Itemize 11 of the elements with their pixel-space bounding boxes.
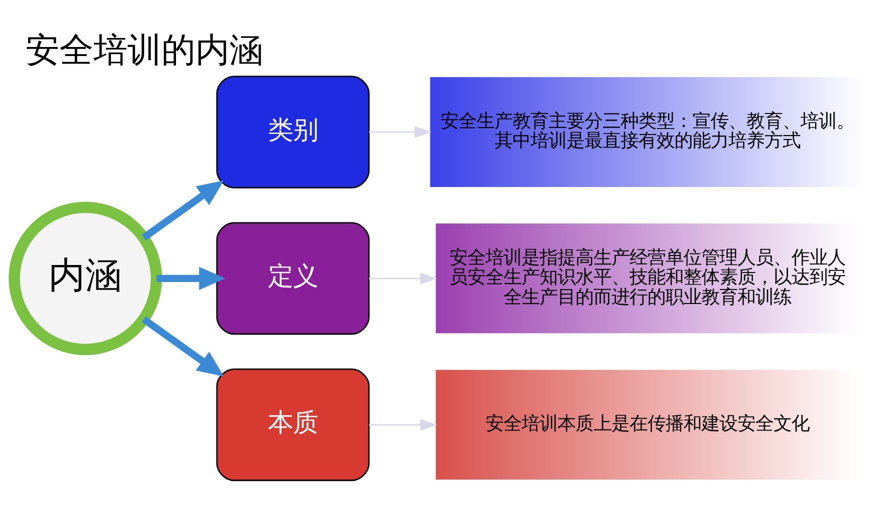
node-circle: 内涵 <box>8 201 162 355</box>
arrow <box>368 418 438 430</box>
node-box: 本质 <box>216 368 370 481</box>
arrow <box>368 272 438 284</box>
node-box: 类别 <box>216 75 370 188</box>
arrow <box>156 266 226 290</box>
node-box: 定义 <box>216 222 370 334</box>
diagram-title: 安全培训的内涵 <box>25 30 264 69</box>
arrow <box>368 126 432 138</box>
arrow <box>142 316 224 376</box>
arrow <box>142 180 224 240</box>
